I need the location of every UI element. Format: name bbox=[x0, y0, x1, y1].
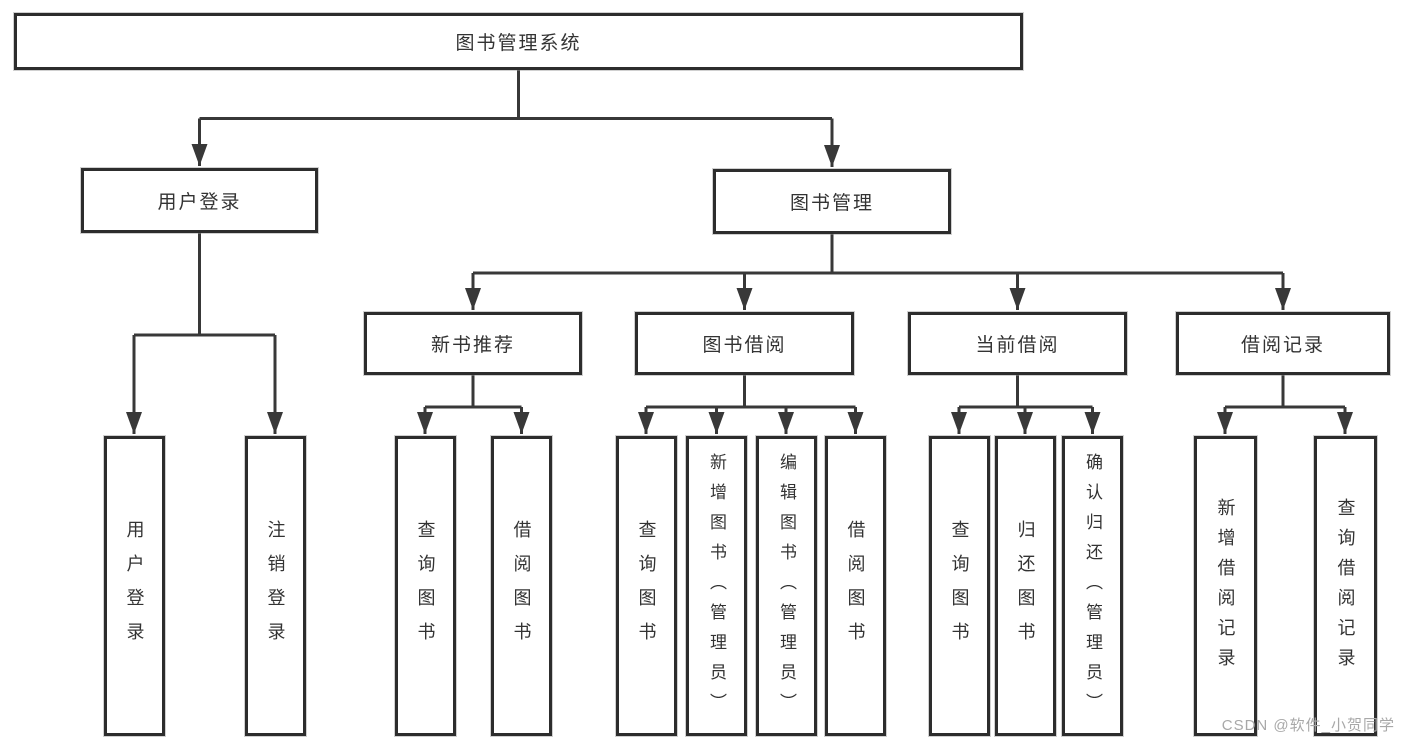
node-borrow-records: 借阅记录 bbox=[1176, 312, 1390, 375]
leaf-query-books-current: 查询图书 bbox=[929, 436, 990, 736]
watermark: CSDN @软件_小贺同学 bbox=[1221, 717, 1395, 734]
leaf-add-books-admin: 新增图书（管理员） bbox=[686, 436, 747, 736]
leaf-add-borrow-record: 新增借阅记录 bbox=[1194, 436, 1257, 736]
leaf-borrow-books: 借阅图书 bbox=[825, 436, 886, 736]
leaf-return-books: 归还图书 bbox=[995, 436, 1056, 736]
leaf-query-books-borrow: 查询图书 bbox=[616, 436, 677, 736]
leaf-user-login: 用户登录 bbox=[104, 436, 165, 736]
leaf-borrow-books-recommend: 借阅图书 bbox=[491, 436, 552, 736]
leaf-query-borrow-record: 查询借阅记录 bbox=[1314, 436, 1377, 736]
node-user-login: 用户登录 bbox=[81, 168, 318, 233]
leaf-confirm-return-admin: 确认归还（管理员） bbox=[1062, 436, 1123, 736]
node-current-borrow: 当前借阅 bbox=[908, 312, 1127, 375]
node-new-book-recommend: 新书推荐 bbox=[364, 312, 582, 375]
leaf-logout: 注销登录 bbox=[245, 436, 306, 736]
node-library-management-system: 图书管理系统 bbox=[14, 13, 1023, 70]
leaf-edit-books-admin: 编辑图书（管理员） bbox=[756, 436, 817, 736]
node-book-borrow: 图书借阅 bbox=[635, 312, 854, 375]
node-book-management: 图书管理 bbox=[713, 169, 951, 234]
leaf-query-books-recommend: 查询图书 bbox=[395, 436, 456, 736]
